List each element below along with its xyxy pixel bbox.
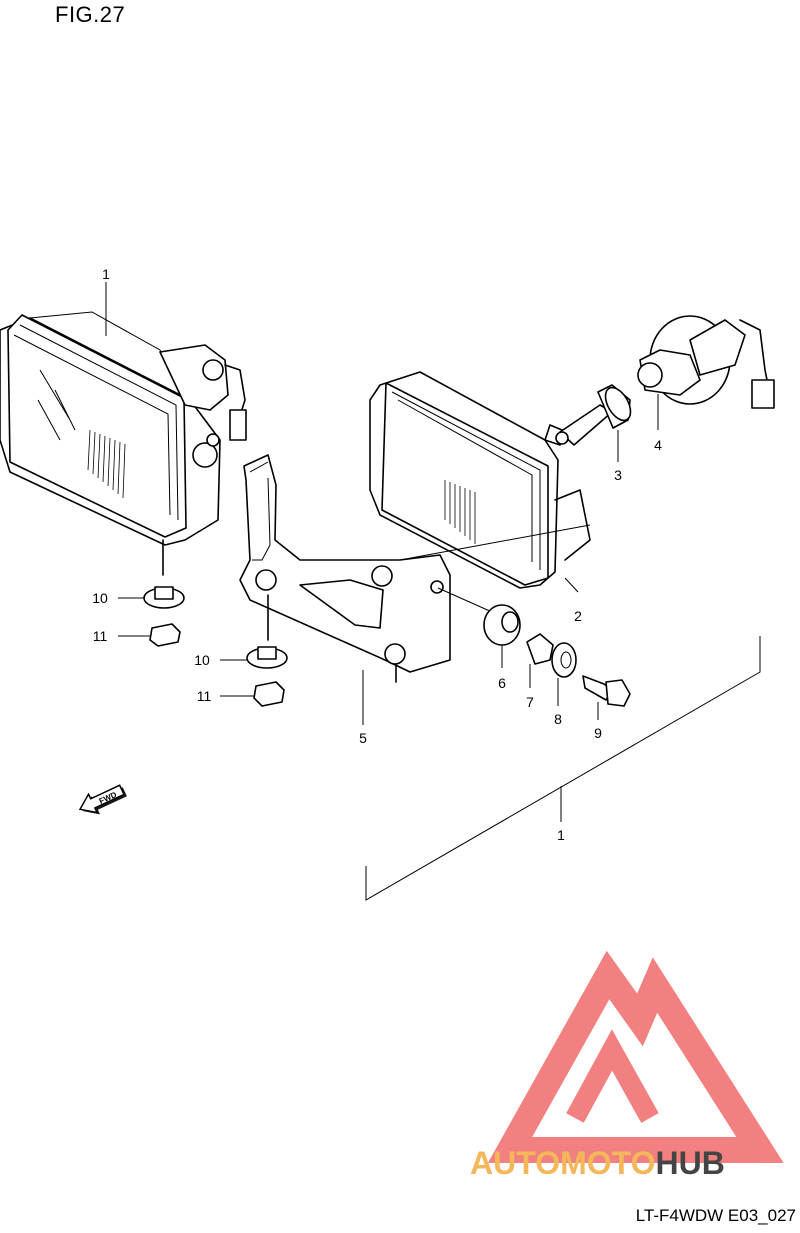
automotohub-wordmark: AUTOMOTOHUB xyxy=(470,1145,725,1181)
callout-5: 5 xyxy=(359,730,367,746)
grommet xyxy=(437,587,521,668)
wordmark-moto: MOTO xyxy=(560,1145,655,1181)
callout-2: 2 xyxy=(574,608,582,624)
callout-10-b: 10 xyxy=(194,652,210,668)
washer-center xyxy=(220,646,288,669)
callout-4: 4 xyxy=(654,437,662,453)
callout-1-top: 1 xyxy=(102,266,110,282)
assembly-bracket-line xyxy=(365,636,761,901)
bolt xyxy=(582,675,631,720)
washer-bolt xyxy=(551,642,577,706)
callout-9: 9 xyxy=(594,725,602,741)
callout-11-b: 11 xyxy=(197,688,212,704)
wordmark-auto: AUTO xyxy=(470,1145,560,1181)
forward-direction-arrow-icon: FWD xyxy=(78,784,127,815)
washer-left xyxy=(118,586,185,609)
callout-8: 8 xyxy=(554,711,562,727)
right-headlight-lens xyxy=(369,371,591,593)
nut-center xyxy=(220,681,285,707)
bulb-socket-with-harness xyxy=(637,315,775,430)
drawing-code: LT-F4WDW E03_027 xyxy=(635,1206,796,1225)
collar xyxy=(526,633,554,688)
callout-6: 6 xyxy=(498,675,506,691)
callout-3: 3 xyxy=(614,467,622,483)
callout-10-a: 10 xyxy=(92,590,108,606)
mounting-bracket xyxy=(239,454,451,725)
automotohub-logo-icon xyxy=(487,950,784,1163)
wordmark-hub: HUB xyxy=(655,1145,724,1181)
svg-text:AUTOMOTOHUB: AUTOMOTOHUB xyxy=(470,1145,725,1181)
headlight-bulb xyxy=(555,384,632,462)
nut-left xyxy=(118,623,181,647)
callout-11-a: 11 xyxy=(93,628,108,644)
left-headlight-assembly xyxy=(0,282,247,576)
callout-7: 7 xyxy=(526,694,534,710)
figure-title: FIG.27 xyxy=(55,2,126,27)
callout-1-assembly: 1 xyxy=(557,827,565,843)
